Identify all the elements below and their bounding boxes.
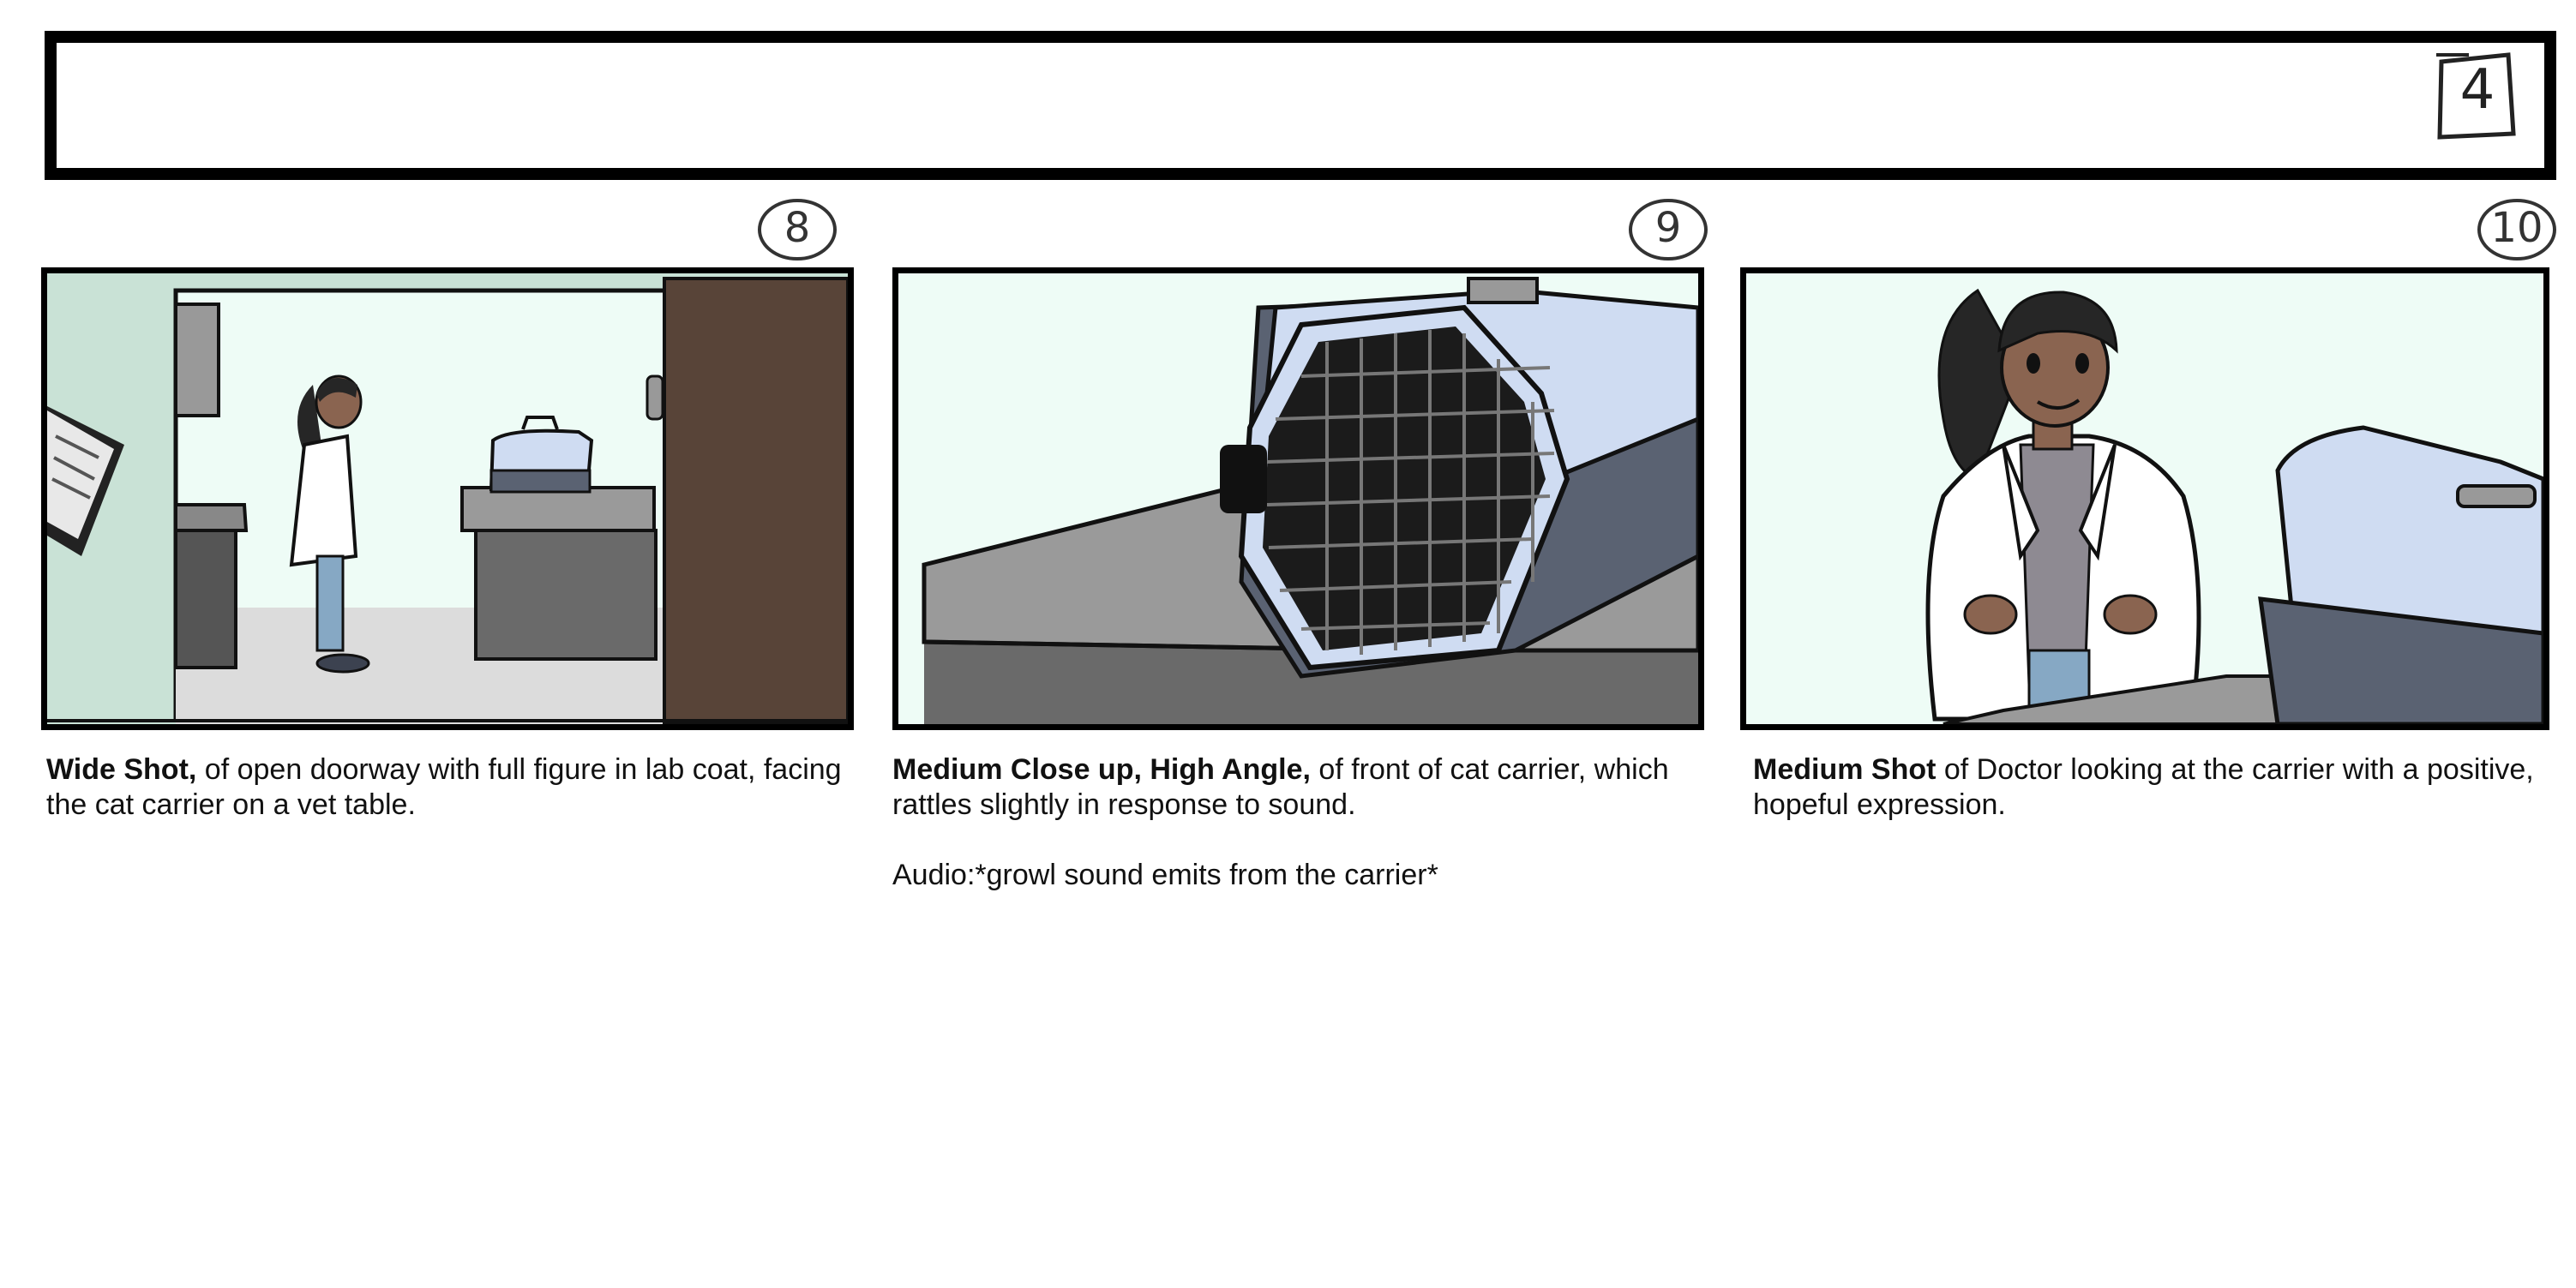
panel-number-label: 9 <box>1654 204 1682 252</box>
page-number-frame-icon <box>2436 52 2516 140</box>
panel-number-8: 8 <box>754 194 840 262</box>
cat-carrier-closeup-illustration <box>898 273 1698 724</box>
panel-9-caption: Medium Close up, High Angle, of front of… <box>892 752 1715 893</box>
doctor-medium-shot-illustration <box>1746 273 2543 724</box>
shot-type: Wide Shot, <box>46 753 197 786</box>
page-number-box: 4 <box>2435 51 2516 140</box>
panel-number-9: 9 <box>1625 194 1711 262</box>
carrier-grille <box>1266 330 1555 655</box>
doctor-figure <box>289 374 370 674</box>
shot-description: of front of cat carrier, which rattles s… <box>892 753 1669 821</box>
page-number: 4 <box>2459 58 2495 122</box>
clipboard-icon <box>47 406 124 556</box>
title-bar <box>45 31 2556 180</box>
panel-number-label: 8 <box>784 204 811 252</box>
panel-number-circle-icon <box>758 199 837 261</box>
panel-number-circle-icon <box>2477 199 2556 261</box>
shot-description: of open doorway with full figure in lab … <box>46 753 842 821</box>
panel-number-10: 10 <box>2474 194 2560 262</box>
panel-number-label: 10 <box>2490 204 2543 252</box>
panel-number-circle-icon <box>1629 199 1708 261</box>
panel-10-caption: Medium Shot of Doctor looking at the car… <box>1753 752 2576 823</box>
panel-9-image <box>892 267 1704 730</box>
shot-type: Medium Close up, High Angle, <box>892 753 1311 786</box>
panel-10-image <box>1740 267 2549 730</box>
panel-8-image <box>41 267 854 730</box>
shot-type: Medium Shot <box>1753 753 1937 786</box>
panel-8-caption: Wide Shot, of open doorway with full fig… <box>46 752 869 823</box>
audio-note: Audio:*growl sound emits from the carrie… <box>892 859 1438 891</box>
doorway-scene-illustration <box>47 273 848 724</box>
shot-description: of Doctor looking at the carrier with a … <box>1753 753 2534 821</box>
